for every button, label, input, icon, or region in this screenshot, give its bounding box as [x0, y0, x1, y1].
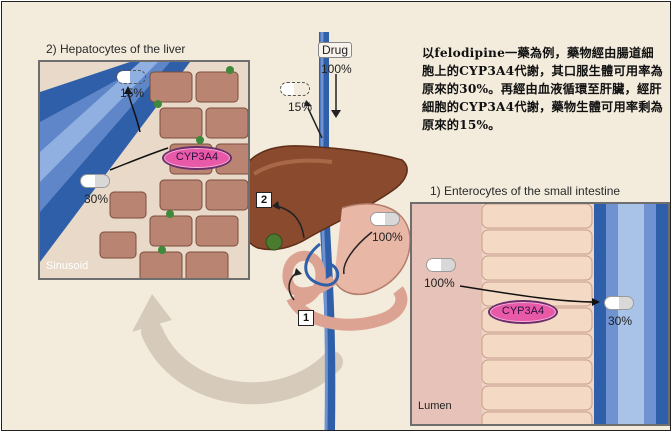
pct-near-liver: 15%	[288, 100, 312, 114]
lumen-label: Lumen	[418, 400, 452, 412]
cycle-arrow	[152, 332, 332, 393]
intestine-panel-title: 1) Enterocytes of the small intestine	[430, 184, 620, 198]
liver-panel-title: 2) Hepatocytes of the liver	[46, 42, 185, 56]
drug-pct: 100%	[321, 62, 352, 76]
int-pct-out: 30%	[608, 314, 632, 328]
lumen-area	[412, 204, 482, 424]
pill-liver-15	[280, 82, 310, 96]
drug-label: Drug	[318, 42, 352, 58]
int-pill-100	[426, 258, 456, 272]
step-1-box: 1	[298, 310, 314, 326]
gallbladder	[266, 234, 282, 250]
int-pct-in: 100%	[424, 276, 455, 290]
step-2-box: 2	[256, 192, 272, 208]
intestine-inset: 100% CYP3A4 30% Lumen	[410, 202, 670, 426]
liver-pill-15	[116, 70, 146, 84]
liver-pct-in: 30%	[84, 192, 108, 206]
sinusoid-label: Sinusoid	[46, 260, 88, 272]
liver-pill-30	[80, 174, 110, 188]
caption-text: 以felodipine一藥為例，藥物經由腸道細胞上的CYP3A4代謝，其口服生體…	[422, 44, 666, 134]
drug-arrow-head	[331, 110, 341, 118]
liver-pct-out: 15%	[120, 86, 144, 100]
arrow-step1-head	[294, 268, 302, 276]
pill-gut-100	[370, 212, 400, 226]
int-cyp3a4: CYP3A4	[488, 300, 558, 324]
liver-inset: CYP3A4 15% 30% Sinusoid	[38, 60, 250, 280]
liver-cyp3a4: CYP3A4	[162, 146, 232, 170]
pct-near-gut: 100%	[372, 230, 403, 244]
int-pill-30	[604, 296, 634, 310]
